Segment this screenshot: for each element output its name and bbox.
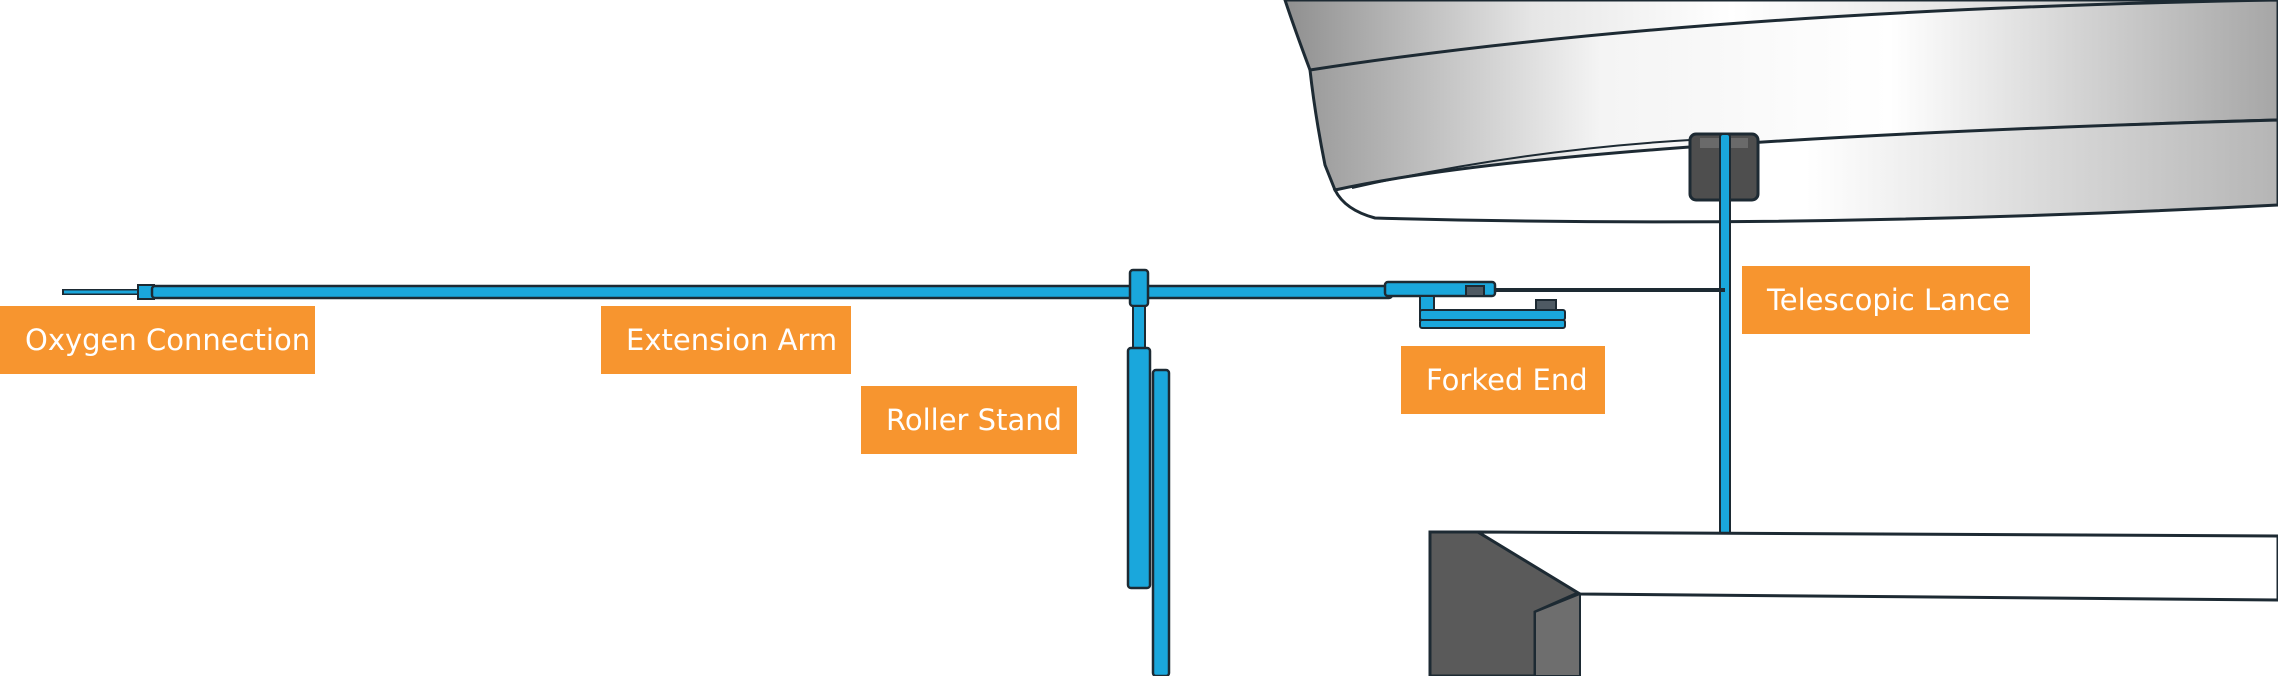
forked-end	[1383, 280, 1566, 329]
telescopic-lance	[1719, 133, 1731, 549]
telescopic-lance-label: Telescopic Lance	[1742, 266, 2030, 334]
ladle-tank	[1428, 530, 2278, 676]
oxygen-connection-label: Oxygen Connection	[0, 306, 315, 374]
forked-end-label: Forked End	[1401, 346, 1605, 414]
furnace-vessel	[1283, 0, 2278, 224]
roller-stand	[1126, 268, 1171, 676]
extension-arm-label: Extension Arm	[601, 306, 851, 374]
roller-stand-label: Roller Stand	[861, 386, 1077, 454]
